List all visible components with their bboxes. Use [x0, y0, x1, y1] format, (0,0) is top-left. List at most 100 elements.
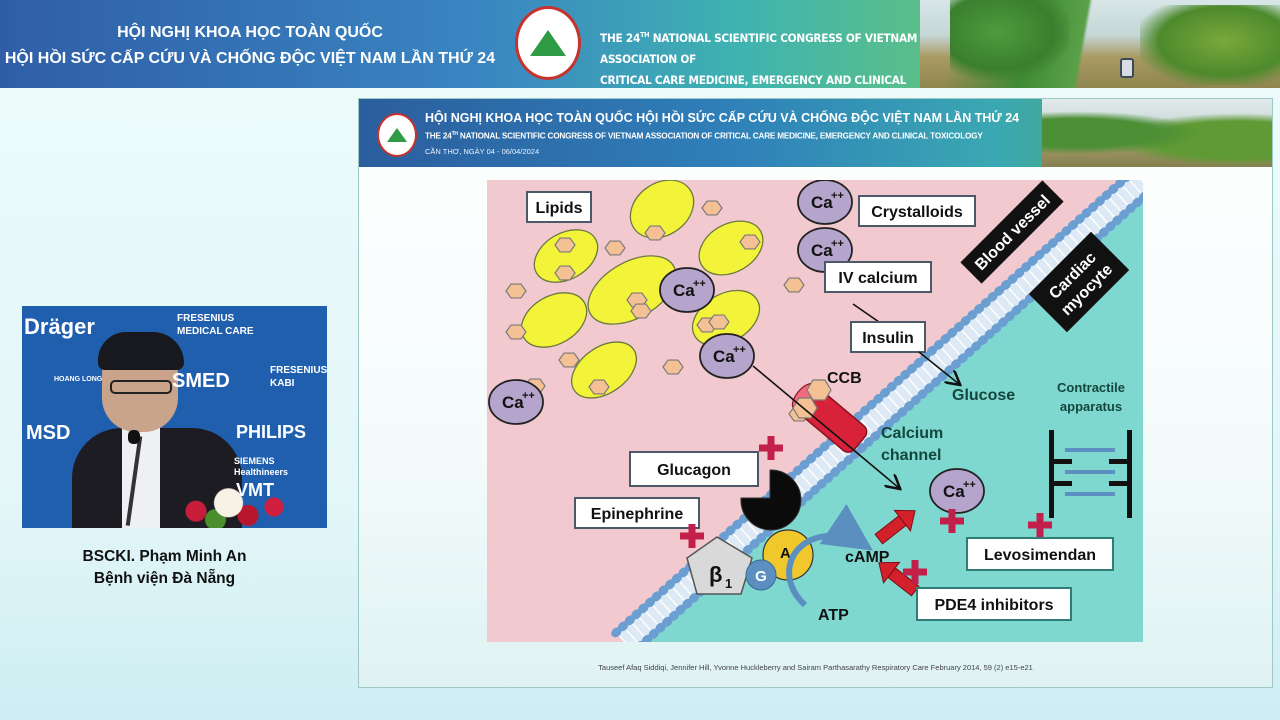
pde4-to-camp-arrow [878, 561, 920, 597]
banner-en-title-sup: TH [640, 31, 650, 39]
pde4-text: PDE4 inhibitors [934, 597, 1053, 614]
banner-vn-title-line1: HỘI NGHỊ KHOA HỌC TOÀN QUỐC [117, 24, 383, 41]
atp-text: ATP [818, 607, 849, 624]
insulin-text: Insulin [862, 330, 914, 347]
lipids-text: Lipids [535, 200, 582, 217]
hexagon-particle [630, 303, 652, 319]
epinephrine-text: Epinephrine [591, 506, 684, 523]
slide-subtitle-post: NATIONAL SCIENTIFIC CONGRESS OF VIETNAM … [457, 131, 983, 141]
ca-ion: Ca++ [699, 333, 755, 379]
ca-text: Ca [943, 482, 965, 501]
conference-banner: HỘI NGHỊ KHOA HỌC TOÀN QUỐC HỘI HỒI SỨC … [0, 0, 1280, 88]
hexagon-particle [558, 352, 580, 368]
insulin-arrow [918, 351, 959, 384]
stimulation-plus-icon [759, 436, 783, 460]
hexagon-particle [505, 283, 527, 299]
ca-text: Ca [811, 193, 833, 212]
pde4-inhibitors-label: PDE4 inhibitors [916, 587, 1072, 621]
atp-to-camp-arrow [786, 504, 873, 608]
stimulation-plus-icon [680, 524, 704, 548]
insulin-label: Insulin [850, 321, 926, 353]
lipids-label: Lipids [526, 191, 592, 223]
presentation-slide: HỘI NGHỊ KHOA HỌC TOÀN QUỐC HỘI HỒI SỨC … [358, 98, 1273, 688]
ca-superscript: ++ [963, 479, 976, 491]
flower-arrangement [170, 486, 300, 528]
hexagon-particle [739, 234, 761, 250]
sponsor-philips: PHILIPS [236, 422, 307, 442]
ca-ion: Ca++ [659, 267, 715, 313]
slide-subtitle-pre: THE 24 [425, 131, 452, 141]
glucagon-text: Glucagon [657, 462, 731, 479]
beta1-receptor [686, 536, 753, 595]
stimulation-plus-icon [940, 509, 964, 533]
glucose-text: Glucose [952, 387, 1015, 404]
crystalloids-text: Crystalloids [871, 204, 963, 221]
g-protein-text: G [755, 568, 767, 585]
ccb-hexagon [806, 379, 832, 401]
association-logo-icon [515, 6, 581, 80]
g-protein [745, 559, 777, 591]
slide-citation: Tauseef Afaq Siddiqi, Jennifer Hill, Yvo… [598, 663, 1033, 672]
sponsor-smed: SMED [172, 370, 230, 392]
speaker-affiliation: Bệnh viện Đà Nẵng [93, 570, 236, 587]
ccb-text: CCB [827, 370, 862, 387]
river-scenery-image [920, 0, 1280, 88]
ca-text: Ca [673, 281, 695, 300]
ca-ion-intracellular: Ca++ [929, 468, 985, 514]
ca-superscript: ++ [831, 190, 844, 202]
levosimendan-text: Levosimendan [984, 547, 1096, 564]
hexagon-particle [554, 237, 576, 253]
sponsor-drager: Dräger [24, 314, 95, 339]
ca-superscript: ++ [522, 390, 535, 402]
slide-header-subtitle: THE 24TH NATIONAL SCIENTIFIC CONGRESS OF… [425, 131, 983, 141]
speaker-caption: BSCKI. Phạm Minh An Bệnh viện Đà Nẵng [22, 546, 307, 590]
hexagon-particle [701, 200, 723, 216]
glucagon-receptor [740, 469, 802, 531]
ca-text: Ca [811, 241, 833, 260]
glucagon-label: Glucagon [629, 451, 759, 487]
camp-text: cAMP [845, 549, 890, 566]
stimulation-plus-icon [903, 560, 927, 584]
channel-text: channel [881, 447, 941, 464]
slide-logo-icon [377, 113, 417, 157]
banner-en-title-line2: CRITICAL CARE MEDICINE, EMERGENCY AND CL… [600, 72, 907, 87]
lipid-droplet [533, 229, 599, 283]
apparatus-text: apparatus [1060, 399, 1122, 414]
levosimendan-label: Levosimendan [966, 537, 1114, 571]
ca-text: Ca [713, 347, 735, 366]
slide-header: HỘI NGHỊ KHOA HỌC TOÀN QUỐC HỘI HỒI SỨC … [359, 99, 1272, 167]
calcium-influx-arrow [752, 365, 899, 488]
speaker-video-feed: Dräger FRESENIUS MEDICAL CARE HOANG LONG… [22, 306, 327, 528]
slide-scenery-image [1042, 99, 1272, 167]
calcium-pathway-diagram: Ca++Ca++Ca++Ca++Ca++Ca++ Lipids Crystall… [487, 166, 1156, 657]
ca-ion: Ca++ [488, 379, 544, 425]
contractile-text: Contractile [1057, 380, 1125, 395]
lipid-droplet [571, 341, 637, 399]
hexagon-particle [662, 359, 684, 375]
beta1-subscript: 1 [725, 576, 732, 591]
hexagon-particle [708, 314, 730, 330]
ca-superscript: ++ [831, 238, 844, 250]
epinephrine-label: Epinephrine [574, 497, 700, 529]
banner-en-title: THE 24TH NATIONAL SCIENTIFIC CONGRESS OF… [600, 25, 950, 88]
adenylate-text: A [780, 545, 791, 562]
hexagon-particle [588, 379, 610, 395]
beta1-text: β [709, 562, 722, 587]
crystalloid-particles [505, 200, 810, 422]
banner-en-title-pre: THE 24 [600, 30, 641, 45]
hexagon-particle [783, 277, 805, 293]
sponsor-vmt: VMT [236, 480, 274, 500]
ca-superscript: ++ [693, 278, 706, 290]
stimulation-plus-icon [1028, 513, 1052, 537]
ccb-hexagon [792, 397, 818, 419]
slide-header-date: CẦN THƠ, NGÀY 04 - 06/04/2024 [425, 147, 540, 156]
hexagon-particle [644, 225, 666, 241]
speaker-name: BSCKI. Phạm Minh An [82, 548, 247, 565]
ca-superscript: ++ [733, 344, 746, 356]
banner-vn-title-line2: HỘI HỒI SỨC CẤP CỨU VÀ CHỐNG ĐỘC VIỆT NA… [4, 50, 496, 67]
ca-text: Ca [502, 393, 524, 412]
hexagon-particle [554, 265, 576, 281]
ca-ion-crystalloids: Ca++ [797, 179, 853, 225]
slide-subtitle-sup: TH [451, 131, 458, 137]
sponsor-fresenius-kabi: FRESENIUS KABI [270, 365, 327, 389]
